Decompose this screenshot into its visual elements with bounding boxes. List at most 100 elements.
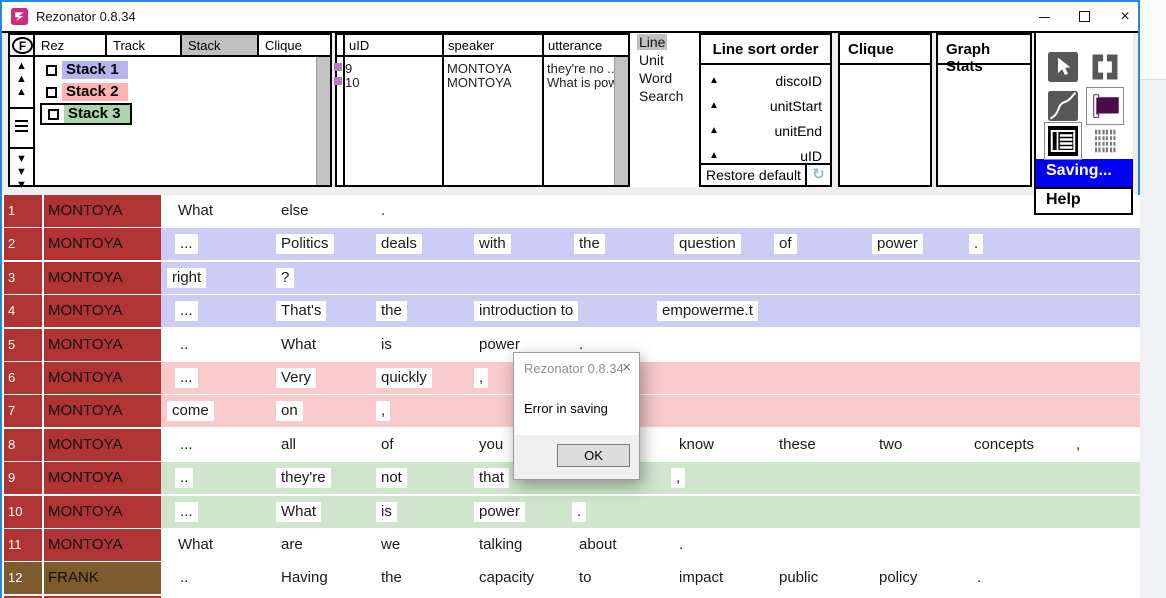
word[interactable]: not: [376, 468, 407, 489]
word[interactable]: these: [779, 435, 816, 453]
stack-checkbox[interactable]: [46, 86, 57, 98]
word[interactable]: ,: [671, 468, 686, 489]
word[interactable]: ?: [276, 267, 295, 288]
word[interactable]: ..: [180, 569, 189, 587]
stack-item[interactable]: Stack 1: [40, 59, 128, 81]
word[interactable]: the: [574, 234, 605, 255]
flag-bracket-tool-icon[interactable]: [1086, 87, 1124, 125]
word[interactable]: Politics: [276, 234, 334, 255]
sort-row-discoID[interactable]: ▲discoID: [701, 69, 830, 95]
word[interactable]: What: [276, 501, 322, 522]
word[interactable]: the: [381, 569, 402, 587]
word[interactable]: Very: [276, 368, 317, 388]
minimize-button[interactable]: [1028, 2, 1062, 31]
word[interactable]: else: [281, 202, 309, 219]
maximize-button[interactable]: [1068, 2, 1102, 31]
tab-stack[interactable]: Stack: [182, 35, 259, 55]
word[interactable]: ...: [175, 368, 198, 388]
word[interactable]: .: [977, 569, 982, 587]
menu-item-saving[interactable]: Saving...: [1036, 159, 1133, 187]
word[interactable]: right: [167, 267, 207, 288]
word[interactable]: policy: [879, 569, 918, 587]
row-speaker[interactable]: MONTOYA: [44, 462, 161, 495]
word[interactable]: Having: [281, 569, 328, 587]
stack-item[interactable]: Stack 2: [40, 81, 128, 103]
word[interactable]: ,: [1076, 435, 1081, 453]
close-button[interactable]: ×: [1120, 8, 1130, 25]
view-menu-item-unit[interactable]: Unit: [639, 52, 664, 68]
word[interactable]: know: [679, 435, 715, 453]
word[interactable]: two: [879, 435, 903, 453]
word[interactable]: What: [178, 202, 214, 219]
word[interactable]: .: [679, 536, 684, 553]
row-speaker[interactable]: MONTOYA: [44, 295, 161, 328]
word[interactable]: of: [381, 435, 394, 453]
tab-rez[interactable]: Rez: [35, 35, 107, 55]
word[interactable]: deals: [376, 234, 422, 255]
word[interactable]: ...: [175, 501, 198, 522]
f-button[interactable]: F: [12, 37, 33, 54]
stack-checkbox[interactable]: [46, 64, 57, 76]
stack-item[interactable]: Stack 3: [40, 103, 132, 125]
path-tool-icon[interactable]: [1048, 91, 1078, 121]
scroll-down-button[interactable]: ▼▼▼: [10, 147, 33, 191]
word[interactable]: ..: [180, 335, 189, 353]
word[interactable]: is: [376, 501, 397, 522]
row-speaker[interactable]: MONTOYA: [44, 328, 161, 361]
sort-row-unitStart[interactable]: ▲unitStart: [701, 94, 830, 120]
word[interactable]: on: [276, 401, 303, 422]
word[interactable]: introduction to: [474, 301, 579, 322]
word[interactable]: ...: [175, 234, 198, 255]
word[interactable]: the: [376, 301, 407, 322]
word[interactable]: empowerme.t: [657, 301, 758, 322]
view-menu-item-word[interactable]: Word: [639, 70, 673, 86]
word[interactable]: ,: [474, 368, 489, 388]
word[interactable]: you: [479, 435, 504, 453]
unit-list-scrollbar[interactable]: [614, 57, 628, 185]
sort-row-uID[interactable]: ▲uID: [701, 144, 830, 170]
dialog-ok-button[interactable]: OK: [557, 444, 630, 467]
word[interactable]: that: [474, 468, 510, 489]
row-speaker[interactable]: MONTOYA: [44, 362, 161, 394]
scroll-up-button[interactable]: ▲▲▲: [16, 60, 27, 98]
cursor-tool-icon[interactable]: [1048, 52, 1078, 82]
word[interactable]: quickly: [376, 368, 432, 388]
row-speaker[interactable]: MONTOYA: [44, 595, 161, 598]
menu-item-help[interactable]: Help: [1036, 187, 1133, 215]
word[interactable]: ..: [175, 468, 194, 489]
row-speaker[interactable]: MONTOYA: [44, 228, 161, 261]
tab-track[interactable]: Track: [107, 35, 182, 55]
word[interactable]: capacity: [479, 569, 535, 587]
row-speaker[interactable]: MONTOYA: [44, 428, 161, 461]
word[interactable]: we: [381, 536, 401, 553]
stack-list-scrollbar[interactable]: [316, 57, 330, 185]
row-speaker[interactable]: MONTOYA: [44, 495, 161, 528]
dialog-close-icon[interactable]: ×: [622, 359, 631, 376]
tab-clique[interactable]: Clique: [259, 35, 324, 55]
word[interactable]: are: [281, 536, 303, 553]
word[interactable]: of: [774, 234, 797, 255]
word[interactable]: talking: [479, 536, 523, 553]
columns-view-tool-icon[interactable]: [1090, 126, 1120, 156]
word[interactable]: come: [167, 401, 214, 422]
stack-checkbox[interactable]: [48, 108, 59, 120]
row-speaker[interactable]: MONTOYA: [44, 395, 161, 428]
view-menu-item-search[interactable]: Search: [639, 88, 684, 104]
word[interactable]: with: [474, 234, 511, 255]
view-menu-item-line[interactable]: Line: [637, 34, 668, 50]
row-speaker[interactable]: MONTOYA: [44, 195, 161, 227]
word[interactable]: .: [572, 501, 587, 522]
word[interactable]: .: [381, 202, 386, 219]
restore-default-button[interactable]: Restore default: [706, 167, 801, 183]
word[interactable]: power: [479, 335, 520, 353]
word[interactable]: is: [381, 335, 392, 353]
word[interactable]: impact: [679, 569, 724, 587]
word[interactable]: power: [872, 234, 923, 255]
word[interactable]: power: [474, 501, 525, 522]
word[interactable]: ,: [376, 401, 391, 422]
row-speaker[interactable]: MONTOYA: [44, 529, 161, 561]
word[interactable]: they're: [276, 468, 331, 489]
word[interactable]: What: [281, 335, 317, 353]
word[interactable]: to: [579, 569, 592, 587]
